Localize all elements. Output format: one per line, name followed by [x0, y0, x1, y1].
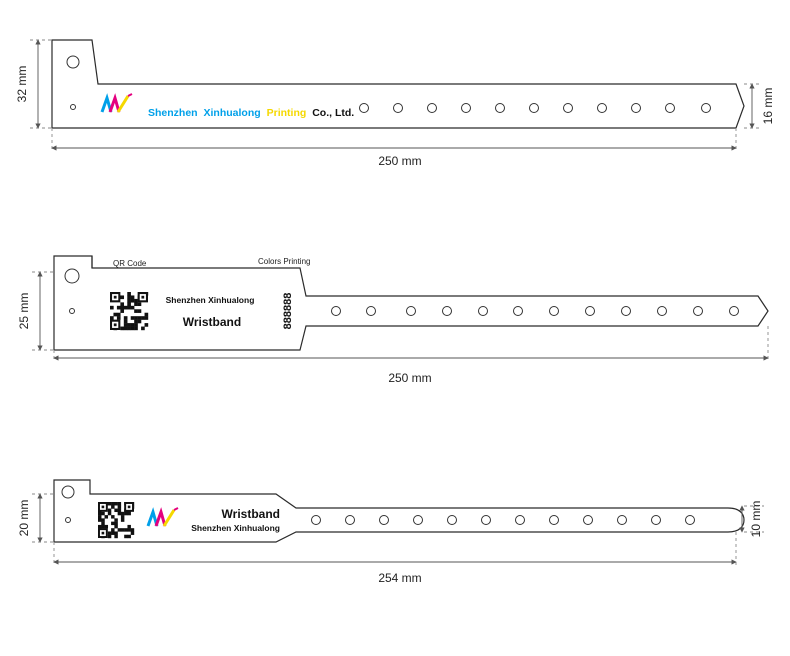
band-3-hole-11 — [651, 515, 661, 525]
band-1-adjust-holes — [359, 103, 711, 113]
band-1-pin-hole — [70, 104, 76, 110]
band-2-qr-label: QR Code — [113, 259, 147, 268]
band-2-hole-9 — [621, 306, 631, 316]
band-3-pin-hole — [65, 517, 71, 523]
band-3-hole-3 — [379, 515, 389, 525]
band-3-hole-8 — [549, 515, 559, 525]
band-1-hole-8 — [597, 103, 607, 113]
band-1-hole-1 — [359, 103, 369, 113]
band-3-hole-10 — [617, 515, 627, 525]
band-1-logo-text: Shenzhen Xinhualong Printing Co., Ltd. — [148, 107, 354, 119]
logo-mark-icon — [146, 507, 179, 527]
band-2-hole-6 — [513, 306, 523, 316]
qr-code-icon — [98, 502, 135, 539]
band-2-hole-8 — [585, 306, 595, 316]
band-2-hole-7 — [549, 306, 559, 316]
band-3-hole-7 — [515, 515, 525, 525]
band-1-hole-4 — [461, 103, 471, 113]
band-1-hole-3 — [427, 103, 437, 113]
band-3-outline — [53, 479, 745, 543]
band-3-adjust-holes — [311, 515, 695, 525]
band-2-hole-10 — [657, 306, 667, 316]
band-1-hole-10 — [665, 103, 675, 113]
band-3-tail-label: 10 mm — [749, 501, 763, 538]
band-2-pin-hole — [69, 308, 75, 314]
band-3-hole-9 — [583, 515, 593, 525]
band-2-hole-12 — [729, 306, 739, 316]
band-2-company: Shenzhen Xinhualong — [166, 295, 255, 305]
band-3-company: Shenzhen Xinhualong — [191, 523, 280, 533]
wristband-3: Wristband Shenzhen Xinhualong 20 mm 10 m… — [17, 479, 764, 585]
band-3-hole-4 — [413, 515, 423, 525]
wristband-2: QR Code Colors Printing Shenzhen Xinhual… — [17, 255, 769, 385]
band-2-hole-2 — [366, 306, 376, 316]
band-1-hole-5 — [495, 103, 505, 113]
band-3-height-label: 20 mm — [17, 500, 31, 537]
band-1-hole-6 — [529, 103, 539, 113]
band-2-hole-1 — [331, 306, 341, 316]
band-3-length-label: 254 mm — [378, 571, 421, 585]
band-1-hole-11 — [701, 103, 711, 113]
band-2-height-label: 25 mm — [17, 293, 31, 330]
band-3-hole-2 — [345, 515, 355, 525]
qr-code-icon — [110, 292, 149, 331]
band-2-title: Wristband — [183, 315, 241, 329]
band-2-adjust-holes — [331, 306, 739, 316]
band-2-hole-5 — [478, 306, 488, 316]
band-2-outline — [53, 255, 769, 351]
band-2-length-label: 250 mm — [388, 371, 431, 385]
band-3-hole-1 — [311, 515, 321, 525]
band-3-hole-6 — [481, 515, 491, 525]
band-3-hole-12 — [685, 515, 695, 525]
band-3-title: Wristband — [222, 507, 280, 521]
band-2-serial: 888888 — [282, 293, 294, 330]
band-1-hole-7 — [563, 103, 573, 113]
band-2-snap-hole — [64, 268, 80, 284]
band-1-tail-label: 16 mm — [761, 88, 775, 125]
band-1-length-label: 250 mm — [378, 154, 421, 168]
band-2-colors-label: Colors Printing — [258, 257, 310, 266]
band-1-hole-9 — [631, 103, 641, 113]
wristband-1: Shenzhen Xinhualong Printing Co., Ltd. 3… — [15, 39, 775, 168]
logo-mark-icon — [100, 93, 133, 113]
band-2-hole-4 — [442, 306, 452, 316]
band-1-hole-2 — [393, 103, 403, 113]
band-1-height-label: 32 mm — [15, 66, 29, 103]
band-3-snap-hole — [61, 485, 75, 499]
band-2-hole-3 — [406, 306, 416, 316]
band-2-hole-11 — [693, 306, 703, 316]
band-1-snap-hole — [66, 55, 80, 69]
band-3-hole-5 — [447, 515, 457, 525]
